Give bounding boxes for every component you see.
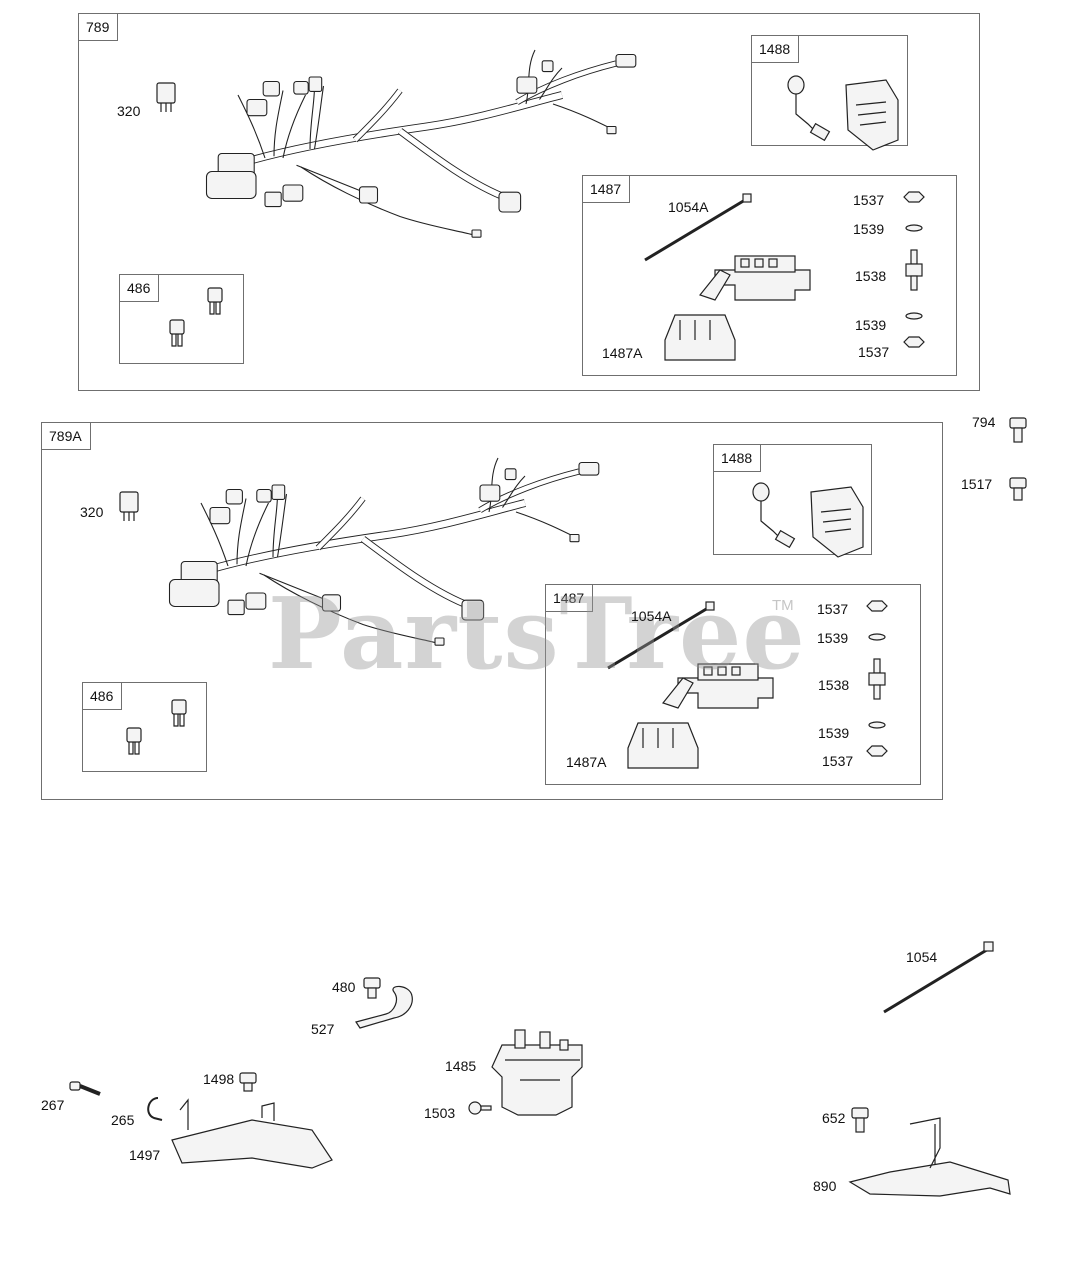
callout-789[interactable]: 789	[78, 13, 119, 41]
callout-1538[interactable]: 1538	[855, 268, 887, 284]
callout-480[interactable]: 480	[332, 979, 356, 995]
callout-1537[interactable]: 1537	[822, 753, 854, 769]
callout-1487[interactable]: 1487	[582, 175, 631, 203]
callout-486[interactable]: 486	[82, 682, 123, 710]
callout-1498[interactable]: 1498	[203, 1071, 235, 1087]
callout-1537[interactable]: 1537	[817, 601, 849, 617]
callout-1539[interactable]: 1539	[853, 221, 885, 237]
callout-1497[interactable]: 1497	[129, 1147, 161, 1163]
callout-789A[interactable]: 789A	[41, 422, 91, 450]
callout-265[interactable]: 265	[111, 1112, 135, 1128]
frame-789A-486: 486	[82, 682, 207, 772]
frame-789-1487: 1487	[582, 175, 957, 376]
callout-1537[interactable]: 1537	[853, 192, 885, 208]
callout-1539[interactable]: 1539	[855, 317, 887, 333]
trademark-mark: TM	[772, 597, 794, 614]
callout-1537[interactable]: 1537	[858, 344, 890, 360]
callout-1539[interactable]: 1539	[817, 630, 849, 646]
callout-1054A[interactable]: 1054A	[631, 608, 672, 624]
callout-1503[interactable]: 1503	[424, 1105, 456, 1121]
frame-789-486: 486	[119, 274, 244, 364]
callout-1517[interactable]: 1517	[961, 476, 993, 492]
callout-652[interactable]: 652	[822, 1110, 846, 1126]
frame-789A-1488: 1488	[713, 444, 872, 555]
frame-789A: 789A	[41, 422, 943, 800]
callout-1539[interactable]: 1539	[818, 725, 850, 741]
callout-1487[interactable]: 1487	[545, 584, 594, 612]
callout-1054A[interactable]: 1054A	[668, 199, 709, 215]
frame-789A-1487: 1487	[545, 584, 921, 785]
watermark: PartsTree	[268, 577, 806, 692]
callout-1485[interactable]: 1485	[445, 1058, 477, 1074]
callout-794[interactable]: 794	[972, 414, 996, 430]
callout-267[interactable]: 267	[41, 1097, 65, 1113]
callout-1487A[interactable]: 1487A	[566, 754, 607, 770]
callout-320[interactable]: 320	[117, 103, 141, 119]
callout-1488[interactable]: 1488	[751, 35, 800, 63]
callout-1054[interactable]: 1054	[906, 949, 938, 965]
callout-890[interactable]: 890	[813, 1178, 837, 1194]
callout-1487A[interactable]: 1487A	[602, 345, 643, 361]
callout-527[interactable]: 527	[311, 1021, 335, 1037]
callout-1488[interactable]: 1488	[713, 444, 762, 472]
callout-320[interactable]: 320	[80, 504, 104, 520]
frame-789-1488: 1488	[751, 35, 908, 146]
frame-789: 789	[78, 13, 980, 391]
callout-1538[interactable]: 1538	[818, 677, 850, 693]
callout-486[interactable]: 486	[119, 274, 160, 302]
